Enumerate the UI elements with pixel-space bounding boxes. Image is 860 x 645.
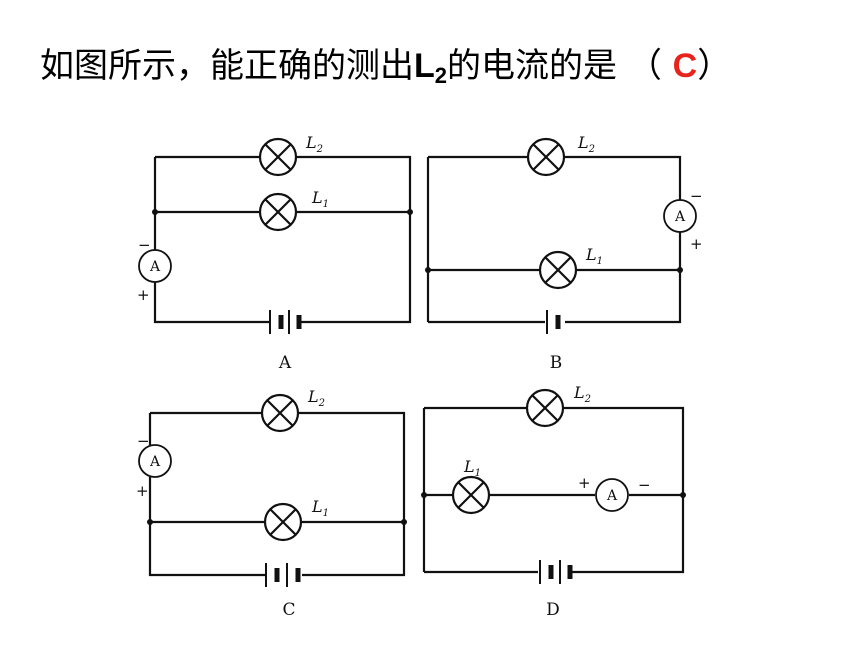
circuit-d-label-l1: L1 <box>463 457 481 479</box>
circuit-a: L2 L1 A − + A <box>137 133 413 373</box>
circuit-d-plus: + <box>578 474 591 492</box>
circuit-b-lamp-l1 <box>538 250 578 290</box>
circuit-c-ammeter: A <box>138 444 172 478</box>
circuit-c-plus: + <box>136 482 149 500</box>
circuit-a-junction-right <box>407 209 413 215</box>
circuit-d-junction-right <box>680 492 686 498</box>
circuit-b-caption: B <box>550 353 563 373</box>
circuit-a-label-l1: L1 <box>311 188 329 210</box>
circuit-c-minus: − <box>137 432 150 450</box>
circuit-a-minus: − <box>138 236 151 254</box>
circuit-b-label-l1: L1 <box>585 245 603 267</box>
circuit-a-junction-left <box>152 209 158 215</box>
circuit-b-battery <box>546 310 561 334</box>
circuit-d-junction-left <box>421 492 427 498</box>
circuit-d-label-l2: L2 <box>573 383 591 405</box>
circuit-c: L2 L1 A − + C <box>136 387 407 620</box>
circuit-d-wires <box>422 406 685 574</box>
svg-text:A: A <box>149 259 161 275</box>
question-suffix: 的电流的是 （ <box>447 46 662 86</box>
question-lamp-sub: 2 <box>434 63 448 88</box>
circuit-d-minus: − <box>638 476 651 494</box>
circuit-c-wires <box>148 411 406 577</box>
circuit-b-junction-right <box>677 267 683 273</box>
circuit-d-battery <box>539 560 573 584</box>
svg-text:A: A <box>149 454 161 470</box>
circuit-a-wires <box>153 155 412 324</box>
circuit-b-lamp-l2 <box>526 137 566 177</box>
svg-text:A: A <box>606 488 618 504</box>
question-prefix: 如图所示，能正确的测出 <box>40 46 414 86</box>
circuit-d-lamp-l2 <box>525 388 565 428</box>
circuit-a-ammeter: A <box>138 249 172 283</box>
circuit-a-plus: + <box>137 286 150 304</box>
circuit-c-label-l1: L1 <box>311 497 329 519</box>
circuit-b-wires <box>426 155 682 324</box>
question-text: 如图所示，能正确的测出L2的电流的是 （ C） <box>40 38 731 89</box>
circuit-b-plus: + <box>690 235 703 253</box>
circuit-c-junction-left <box>147 519 153 525</box>
circuit-c-junction-right <box>401 519 407 525</box>
circuit-b-junction-left <box>425 267 431 273</box>
question-lamp-label: L <box>414 47 435 85</box>
circuit-d-ammeter: A <box>595 478 629 512</box>
circuit-c-battery <box>265 563 301 587</box>
question-close: ） <box>697 46 732 86</box>
circuit-a-lamp-l2 <box>258 137 298 177</box>
circuit-c-label-l2: L2 <box>307 387 325 409</box>
circuit-d-lamp-l1 <box>451 475 491 515</box>
circuit-a-label-l2: L2 <box>305 133 323 155</box>
circuit-b-minus: − <box>690 187 703 205</box>
circuit-d: L2 L1 A + − D <box>421 383 686 620</box>
svg-text:A: A <box>674 209 686 225</box>
circuit-b-label-l2: L2 <box>577 133 595 155</box>
circuit-c-lamp-l2 <box>260 393 300 433</box>
circuit-c-lamp-l1 <box>263 502 303 542</box>
circuit-b: L2 L1 A − + B <box>425 133 703 373</box>
circuit-a-caption: A <box>278 353 292 373</box>
circuit-a-lamp-l1 <box>258 192 298 232</box>
circuit-a-battery <box>269 310 302 334</box>
answer-letter: C <box>672 47 698 85</box>
circuit-b-ammeter: A <box>663 199 697 233</box>
circuit-d-caption: D <box>546 600 560 620</box>
circuit-c-caption: C <box>282 600 295 620</box>
